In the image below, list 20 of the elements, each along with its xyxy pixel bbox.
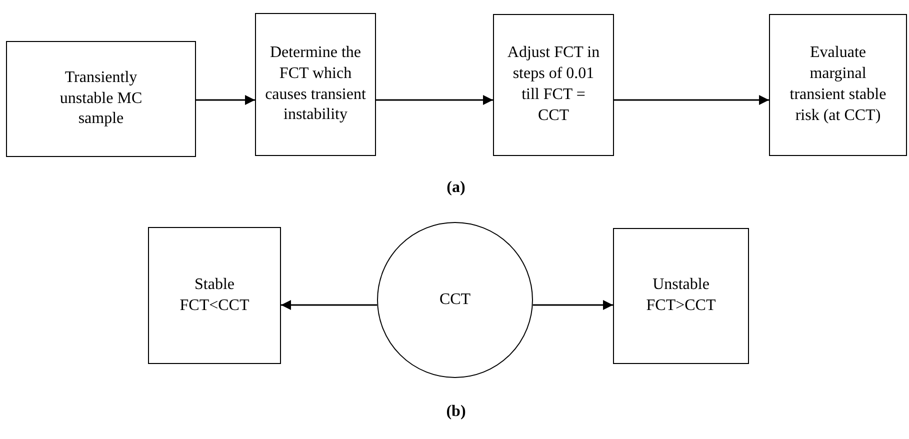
process-box bbox=[493, 14, 614, 156]
arrow bbox=[196, 95, 255, 105]
box-text: Transiently unstable MC sample bbox=[58, 68, 144, 130]
box-text: Adjust FCT in steps of 0.01 till FCT = CCT bbox=[506, 43, 601, 126]
arrow bbox=[376, 95, 493, 105]
arrow bbox=[281, 300, 378, 310]
box-text: Unstable FCT>CCT bbox=[645, 275, 717, 316]
process-box bbox=[255, 13, 376, 156]
box-text: Stable FCT<CCT bbox=[178, 274, 250, 316]
box-text: Evaluate marginal transient stable risk (at CCT) bbox=[788, 43, 888, 126]
arrow bbox=[614, 95, 769, 105]
box-text: CCT bbox=[439, 290, 471, 310]
arrow bbox=[532, 300, 613, 310]
process-box bbox=[148, 227, 281, 364]
box-text: Determine the FCT which causes transient instability bbox=[264, 42, 367, 126]
process-box bbox=[6, 41, 196, 157]
process-box bbox=[769, 14, 907, 156]
process-box bbox=[613, 228, 749, 364]
panel-label: (b) bbox=[446, 402, 466, 422]
panel-label: (a) bbox=[446, 178, 466, 198]
